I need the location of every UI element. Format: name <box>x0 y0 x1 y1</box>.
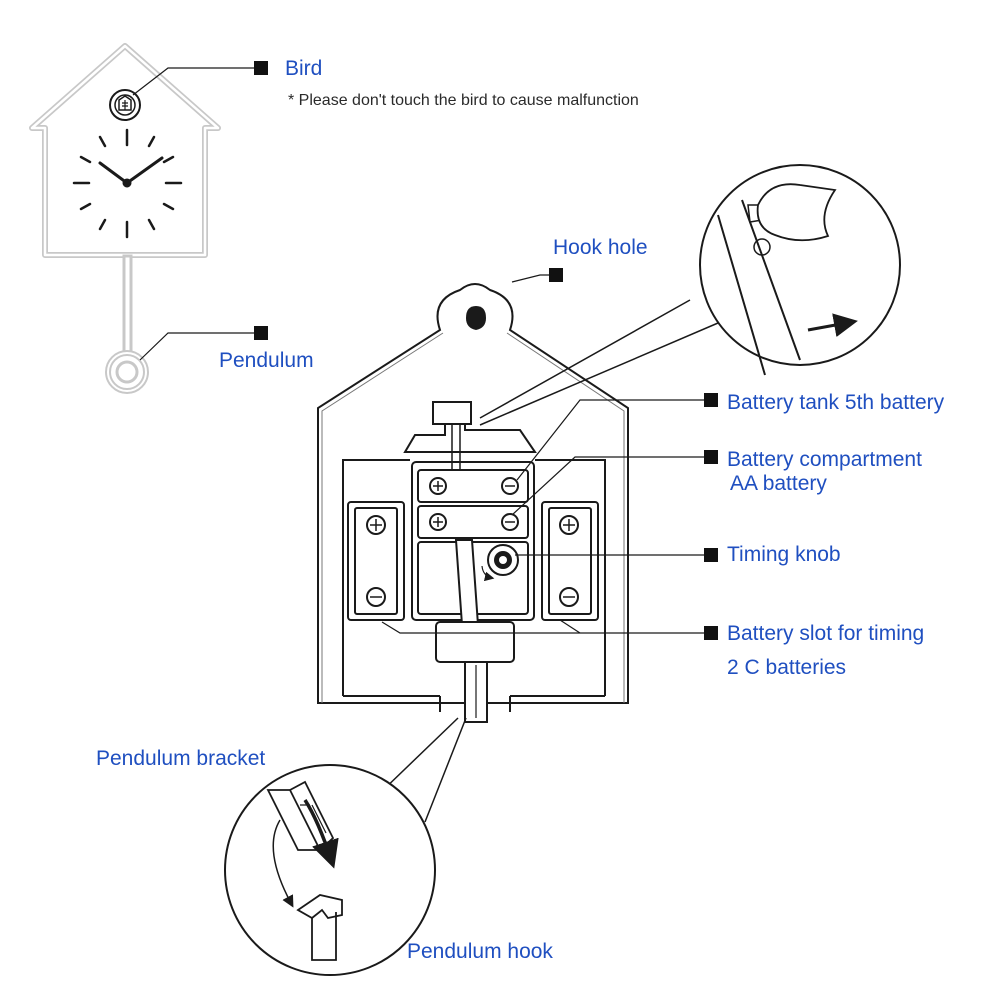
callout-marker-pendulum <box>254 326 268 340</box>
callout-marker-battery-slot <box>704 626 718 640</box>
clock-front-illustration <box>29 43 221 394</box>
callout-marker-battery-tank <box>704 393 718 407</box>
detail-circle-battery-tank <box>479 164 901 426</box>
clock-hour-ticks <box>72 128 183 239</box>
callout-marker-hook-hole <box>549 268 563 282</box>
label-timing-knob: Timing knob <box>727 543 841 566</box>
callout-lines-left <box>132 67 262 361</box>
label-hook-hole: Hook hole <box>553 236 648 259</box>
pendulum-illustration <box>105 254 149 394</box>
clock-house-outline <box>29 43 221 258</box>
clock-back-outline <box>317 283 629 704</box>
callout-marker-bird <box>254 61 268 75</box>
label-pendulum-bracket: Pendulum bracket <box>96 747 266 770</box>
clock-back-illustration <box>317 283 629 723</box>
bird-warning-note: * Please don't touch the bird to cause m… <box>288 92 639 109</box>
hook-hole-icon <box>466 306 486 330</box>
callout-marker-timing-knob <box>704 548 718 562</box>
callout-marker-battery-compartment <box>704 450 718 464</box>
label-battery-tank: Battery tank 5th battery <box>727 391 945 414</box>
label-pendulum: Pendulum <box>219 349 314 372</box>
detail-circle-pendulum-bracket <box>224 717 467 976</box>
bird-icon <box>109 89 141 121</box>
callout-lines-right <box>381 274 710 634</box>
label-battery-compartment-line1: Battery compartment <box>727 448 922 471</box>
label-bird: Bird <box>285 57 323 80</box>
label-battery-compartment-line2: AA battery <box>730 472 827 495</box>
clock-hands <box>98 156 164 188</box>
label-battery-slot-line2: 2 C batteries <box>727 656 847 679</box>
label-pendulum-hook: Pendulum hook <box>407 940 553 963</box>
timing-knob-icon <box>487 544 519 576</box>
label-battery-slot-line1: Battery slot for timing <box>727 622 925 645</box>
